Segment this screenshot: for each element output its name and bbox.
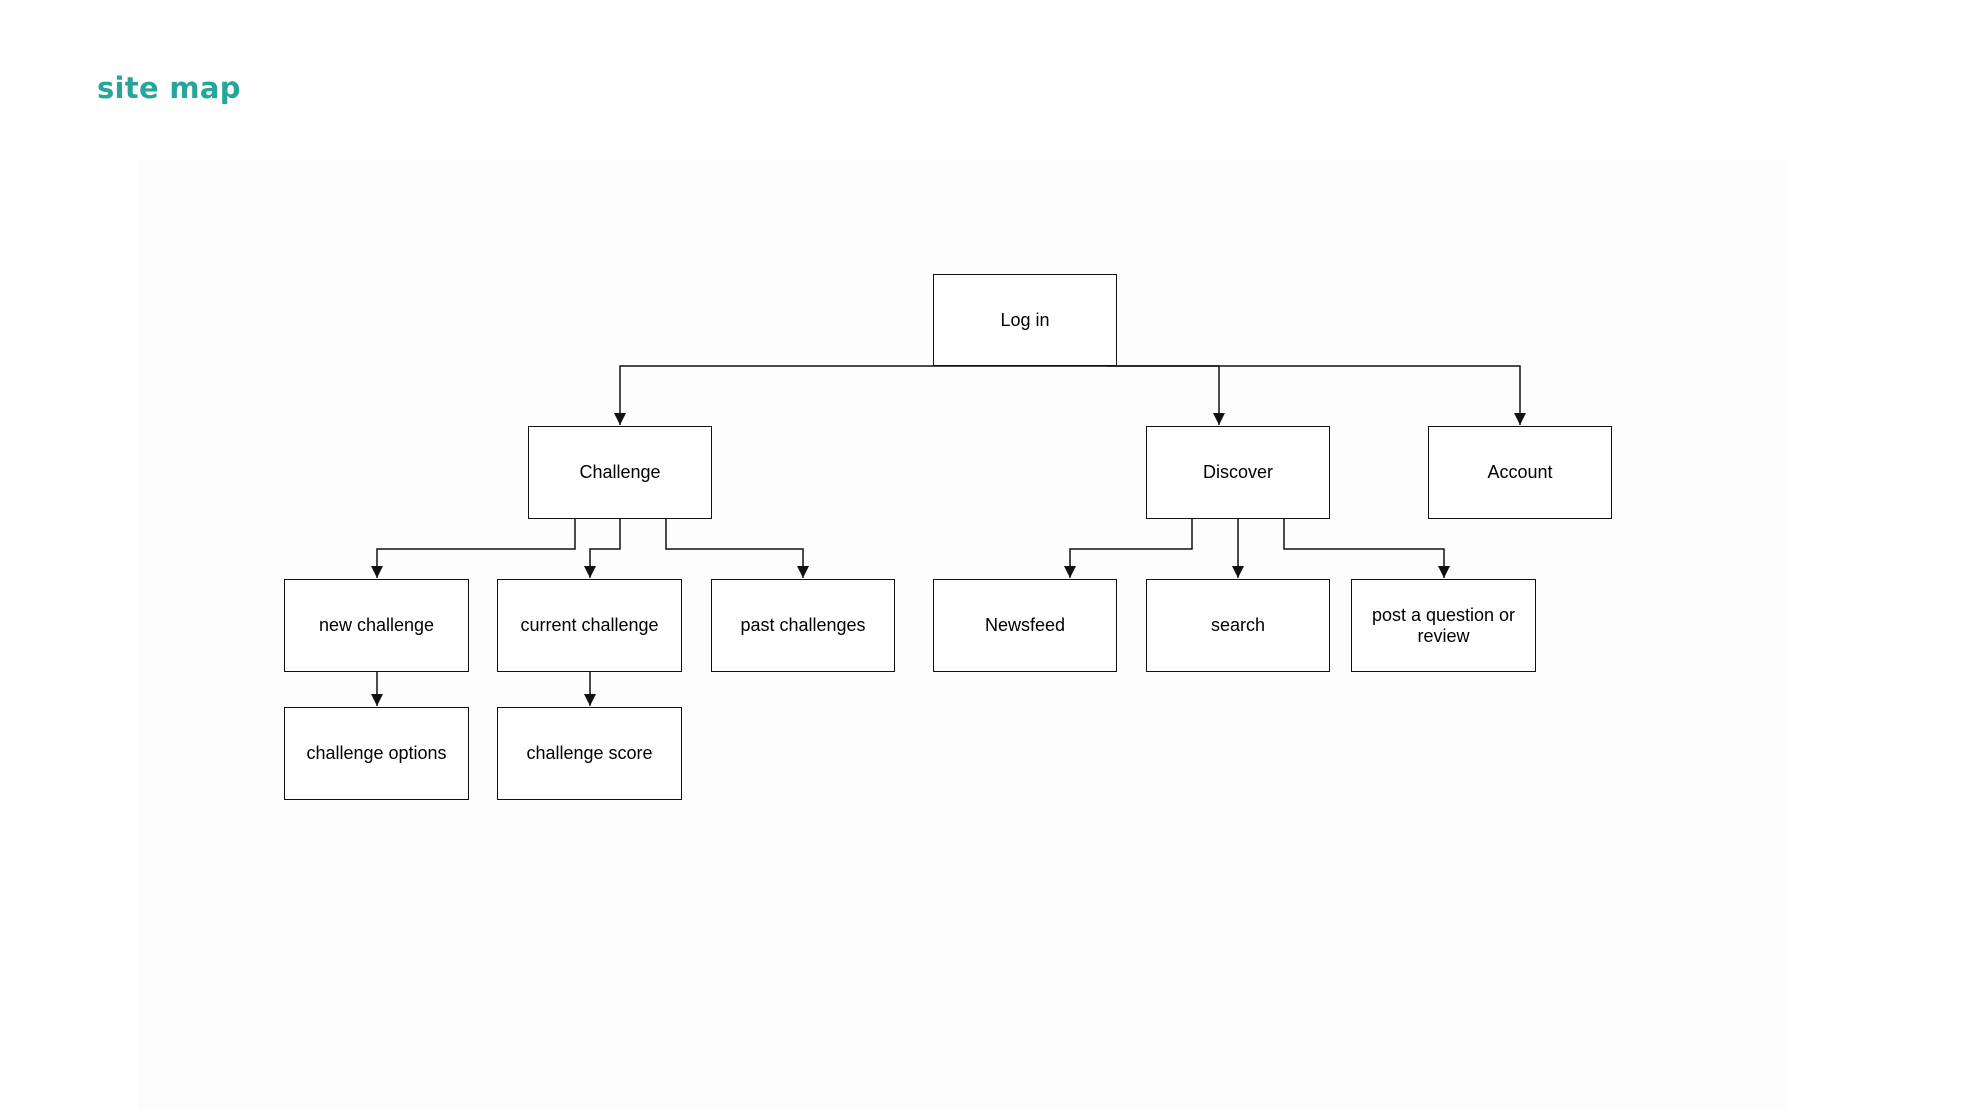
node-challenge-options: challenge options (284, 707, 469, 800)
node-new-challenge: new challenge (284, 579, 469, 672)
edge-challenge-current-challenge (584, 519, 621, 578)
node-discover: Discover (1146, 426, 1330, 519)
edge-discover-post-question (1283, 519, 1450, 578)
node-log-in: Log in (933, 274, 1117, 366)
edge-login-discover (1107, 365, 1225, 425)
edge-login-account (1107, 365, 1526, 425)
node-challenge: Challenge (528, 426, 712, 519)
node-current-challenge: current challenge (497, 579, 682, 672)
node-search: search (1146, 579, 1330, 672)
node-challenge-score: challenge score (497, 707, 682, 800)
edge-challenge-new-challenge (371, 519, 576, 578)
node-account: Account (1428, 426, 1612, 519)
node-past-challenges: past challenges (711, 579, 895, 672)
edge-login-challenge (614, 365, 1107, 425)
node-newsfeed: Newsfeed (933, 579, 1117, 672)
edge-discover-newsfeed (1064, 519, 1193, 578)
node-post-question: post a question or review (1351, 579, 1536, 672)
page-title: site map (97, 71, 241, 105)
edge-challenge-past-challenges (665, 519, 809, 578)
